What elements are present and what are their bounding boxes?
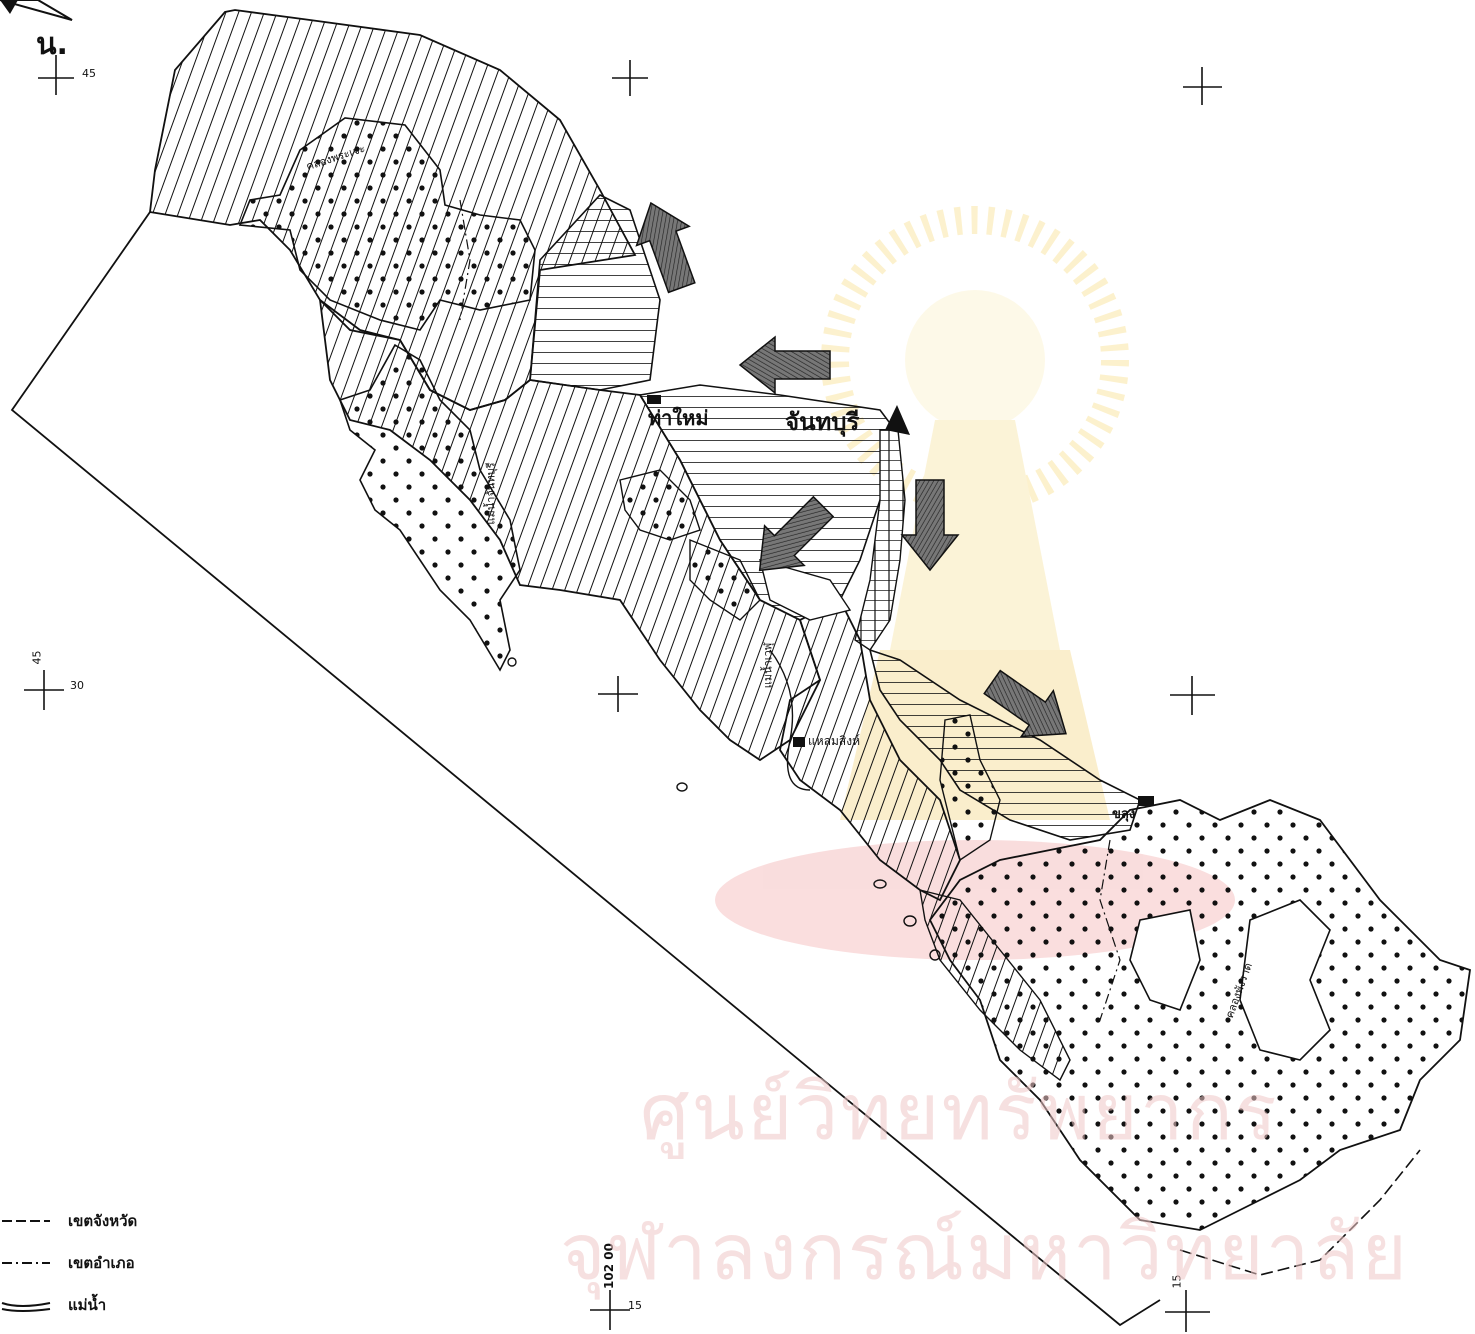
legend-label-river: แม่น้ำ [68,1296,107,1314]
laem-sing-marker [793,737,805,747]
island-2 [873,879,887,889]
coord-top-left: 45 [82,67,96,80]
place-khlung: ขลุง [1112,807,1136,822]
river-label-a: แม่น้ำจันทบุรี [484,462,498,525]
left-dotted-peninsula [338,343,521,672]
place-laem-sing: แหลมสิงห์ [808,734,861,748]
estuary-patch-1 [1239,899,1331,1061]
legend-label-district: เขตอำเภอ [68,1254,135,1272]
north-label: น. [36,27,68,62]
north-arrow [0,0,73,21]
river-label-b: แม่น้ำเวฬุ [761,642,775,689]
island-5 [507,657,517,667]
khlung-marker [1138,796,1154,806]
river-line-icon [1,1302,51,1312]
south-fringe-hatch [919,889,1071,1082]
middle-dotted-area [619,469,701,541]
district-boundary-1 [459,199,471,321]
district-boundary-line-icon [2,1262,50,1264]
legend-label-province: เขตจังหวัด [68,1212,138,1230]
east-dotted-region [928,799,1471,1231]
coastal-brick-strip [854,429,906,651]
current-arrow-4 [758,495,835,572]
district-boundary-2 [1099,839,1121,1021]
province-boundary [1179,1149,1421,1276]
island-3 [903,915,917,927]
watermark-line-2: จุฬาลงกรณ์มหาวิทยาลัย [560,1208,1410,1298]
coast-dotted-strip [939,714,1001,862]
tha-mai-marker [647,395,661,404]
south-horizontal-zone [868,648,1141,841]
province-boundary-line-icon [2,1220,50,1222]
chanthaburi-marker [885,405,910,435]
estuary-patch-3 [759,558,852,621]
current-arrow-3 [900,479,960,572]
current-arrow-2 [738,335,831,395]
legend-river: แม่น้ำ [0,1292,106,1318]
place-tha-mai: ท่าใหม่ [648,406,709,430]
coord-left-mid: 30 [70,679,84,692]
graticule-crosses [24,55,1222,1332]
top-dotted-area [238,117,536,331]
coord-left-mid-min: 45 [30,650,44,665]
coord-bottom-mid: 15 [628,1299,642,1312]
watermark-line-1: ศูนย์วิทยทรัพยากร [640,1068,1279,1158]
island-4 [929,949,941,961]
current-arrow-1 [635,201,696,294]
place-chanthaburi: จันทบุรี [785,408,860,436]
estuary-patch-2 [1129,909,1201,1011]
middle-dotted-area-2 [689,538,761,621]
island-1 [676,782,688,792]
chanthaburi-horizontal-zone [638,384,896,621]
current-arrow-5 [983,669,1067,738]
legend-province-boundary: เขตจังหวัด [0,1208,137,1234]
offshore-boundary [10,211,1161,1327]
river-line-1 [769,649,811,791]
legend-district-boundary: เขตอำเภอ [0,1250,135,1276]
